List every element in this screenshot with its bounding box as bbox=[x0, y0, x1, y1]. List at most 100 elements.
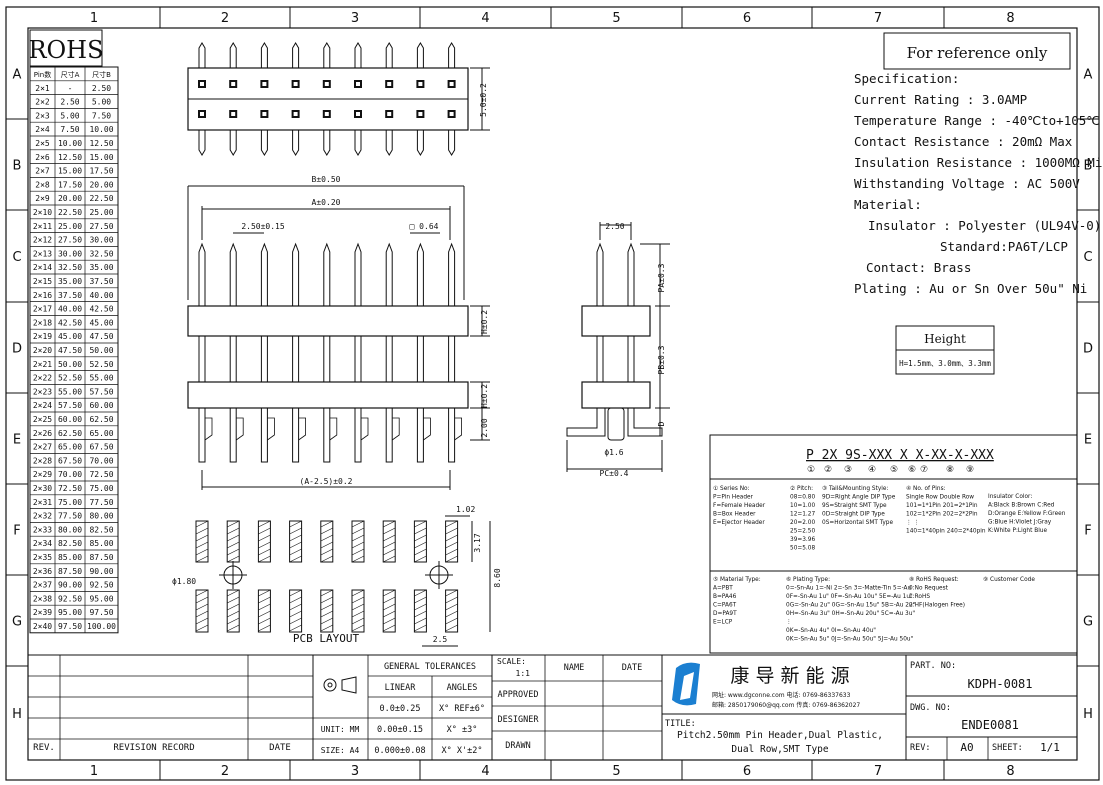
pcb-pad-hatch bbox=[320, 610, 333, 618]
pin-table-cell: 80.00 bbox=[58, 525, 82, 534]
pin-table-cell: 2×9 bbox=[35, 194, 50, 203]
pin-table-cell: 57.50 bbox=[58, 401, 82, 410]
legend-series-line: E=Ejector Header bbox=[713, 520, 765, 526]
top-pin-square-inner bbox=[231, 82, 236, 86]
part-code-panel bbox=[709, 434, 1078, 654]
top-pin-lower bbox=[229, 130, 237, 156]
pin-table-cell: 75.00 bbox=[89, 484, 113, 493]
pin-table-cell: 2×37 bbox=[33, 581, 52, 590]
top-pin-upper bbox=[260, 42, 268, 68]
pin-table-cell: 32.50 bbox=[58, 263, 82, 272]
front-pin-bend bbox=[329, 417, 338, 441]
legend-rohs-line: ⑧ RoHS Request: bbox=[909, 576, 959, 583]
spec-line: Insulation Resistance : 1000MΩ Min bbox=[854, 155, 1103, 170]
pcb-pad-hatch bbox=[351, 610, 365, 618]
pin-table-cell: 95.00 bbox=[89, 594, 113, 603]
legend-material-line: C=PA6T bbox=[713, 603, 737, 609]
pcb-pad-hatch bbox=[320, 541, 333, 549]
pcb-pad-hatch bbox=[195, 617, 209, 625]
top-pin-square-inner bbox=[418, 112, 423, 116]
pcb-pad-hatch bbox=[195, 541, 209, 549]
top-pin-square-inner bbox=[387, 82, 392, 86]
pcb-pad-hatch bbox=[414, 596, 427, 604]
dim-pcb-860: 8.60 bbox=[493, 568, 502, 587]
frame-row-label-left: H bbox=[12, 707, 22, 722]
pcb-pad-hatch bbox=[351, 534, 365, 542]
top-pin-square-inner bbox=[231, 112, 236, 116]
pcb-pad-hatch bbox=[414, 527, 427, 535]
pin-table-cell: 30.00 bbox=[58, 249, 82, 258]
front-upper-insulator bbox=[187, 305, 469, 337]
pin-table-cell: 5.00 bbox=[92, 98, 111, 107]
dim-a: A±0.20 bbox=[312, 198, 341, 207]
pcb-pad-hatch bbox=[351, 555, 365, 563]
pin-table-cell: 55.00 bbox=[89, 374, 113, 383]
pin-table-cell: 2×20 bbox=[33, 346, 52, 355]
pin-table-cell: 45.00 bbox=[89, 318, 113, 327]
title-line-1: Pitch2.50mm Pin Header,Dual Plastic, bbox=[677, 730, 883, 741]
pin-table-cell: 82.50 bbox=[58, 539, 82, 548]
front-pin-tail bbox=[292, 408, 300, 463]
pcb-pad bbox=[445, 520, 459, 563]
pin-table-cell: 60.00 bbox=[89, 401, 113, 410]
front-pin-bend bbox=[298, 417, 306, 441]
pcb-pad bbox=[351, 520, 365, 563]
spec-line: Contact: Brass bbox=[866, 260, 971, 275]
top-pin-square-inner bbox=[293, 82, 298, 86]
pin-table-cell: 2×31 bbox=[33, 498, 52, 507]
pcb-pad-hatch bbox=[227, 610, 240, 618]
pin-table-cell: 20.00 bbox=[89, 180, 113, 189]
projection-symbol-inner bbox=[327, 682, 333, 688]
company-logo-icon-cut bbox=[680, 672, 694, 700]
front-pin-top bbox=[416, 242, 424, 306]
pin-table-cell: 35.00 bbox=[89, 263, 113, 272]
pin-table-cell: 2×22 bbox=[33, 374, 52, 383]
title-label: TITLE: bbox=[665, 719, 696, 729]
tol-angle-value: X° REF±6° bbox=[439, 704, 485, 714]
part-code-marker: ⑥ bbox=[908, 465, 916, 475]
pcb-pad-hatch bbox=[289, 555, 302, 563]
dwg-no-label: DWG. NO: bbox=[910, 703, 951, 713]
pin-table-cell: 90.00 bbox=[58, 581, 82, 590]
pin-table-frame bbox=[29, 66, 119, 634]
part-no-label: PART. NO: bbox=[910, 661, 956, 671]
part-code-marker: ① bbox=[807, 465, 815, 475]
pin-table-cell: 62.50 bbox=[89, 415, 113, 424]
pin-table-cell: 2×14 bbox=[33, 263, 52, 272]
pcb-pad-hatch bbox=[289, 624, 302, 632]
pin-table-cell: 2×11 bbox=[33, 222, 52, 231]
pcb-pad-hatch bbox=[227, 617, 240, 625]
frame-column-label-top: 4 bbox=[481, 11, 489, 26]
scale-label: SCALE: bbox=[497, 657, 526, 666]
pin-table-cell: 87.50 bbox=[58, 567, 82, 576]
designer-label: DESIGNER bbox=[498, 715, 540, 725]
pin-table-cell: 80.00 bbox=[89, 512, 113, 521]
pin-table-cell: 2×25 bbox=[33, 415, 52, 424]
spec-line: Standard:PA6T/LCP bbox=[940, 239, 1068, 254]
frame-row-label-right: E bbox=[1084, 433, 1092, 448]
dim-pcb-phi: ϕ1.80 bbox=[172, 577, 196, 586]
side-view bbox=[566, 222, 670, 472]
pcb-pad bbox=[226, 520, 240, 563]
side-pin-tail-right bbox=[627, 408, 663, 437]
legend-insulator-line: A:Black B:Brown C:Red bbox=[988, 503, 1055, 509]
dim-pb: PB±0.3 bbox=[657, 345, 666, 374]
rev-header: REV. bbox=[33, 743, 55, 753]
pin-table-cell: 12.50 bbox=[58, 153, 82, 162]
legend-pitch-line: 08=0.80 bbox=[790, 495, 815, 501]
front-pin-top bbox=[292, 242, 300, 306]
pin-table-cell: 45.00 bbox=[58, 332, 82, 341]
pin-table-cell: 2×39 bbox=[33, 608, 52, 617]
pcb-pad-hatch bbox=[320, 617, 333, 625]
spec-line: Temperature Range : -40℃to+105℃ bbox=[854, 113, 1100, 128]
pcb-pad-hatch bbox=[351, 520, 365, 528]
pcb-pad-hatch bbox=[320, 520, 333, 528]
spec-line: Withstanding Voltage : AC 500V bbox=[854, 176, 1080, 191]
pin-table-cell: 10.00 bbox=[58, 139, 82, 148]
front-pin-top bbox=[354, 242, 362, 306]
date-header: DATE bbox=[622, 663, 642, 673]
top-pin-square-inner bbox=[200, 112, 204, 116]
pcb-pad-hatch bbox=[258, 617, 271, 625]
pin-table-cell: 2×8 bbox=[35, 180, 50, 189]
